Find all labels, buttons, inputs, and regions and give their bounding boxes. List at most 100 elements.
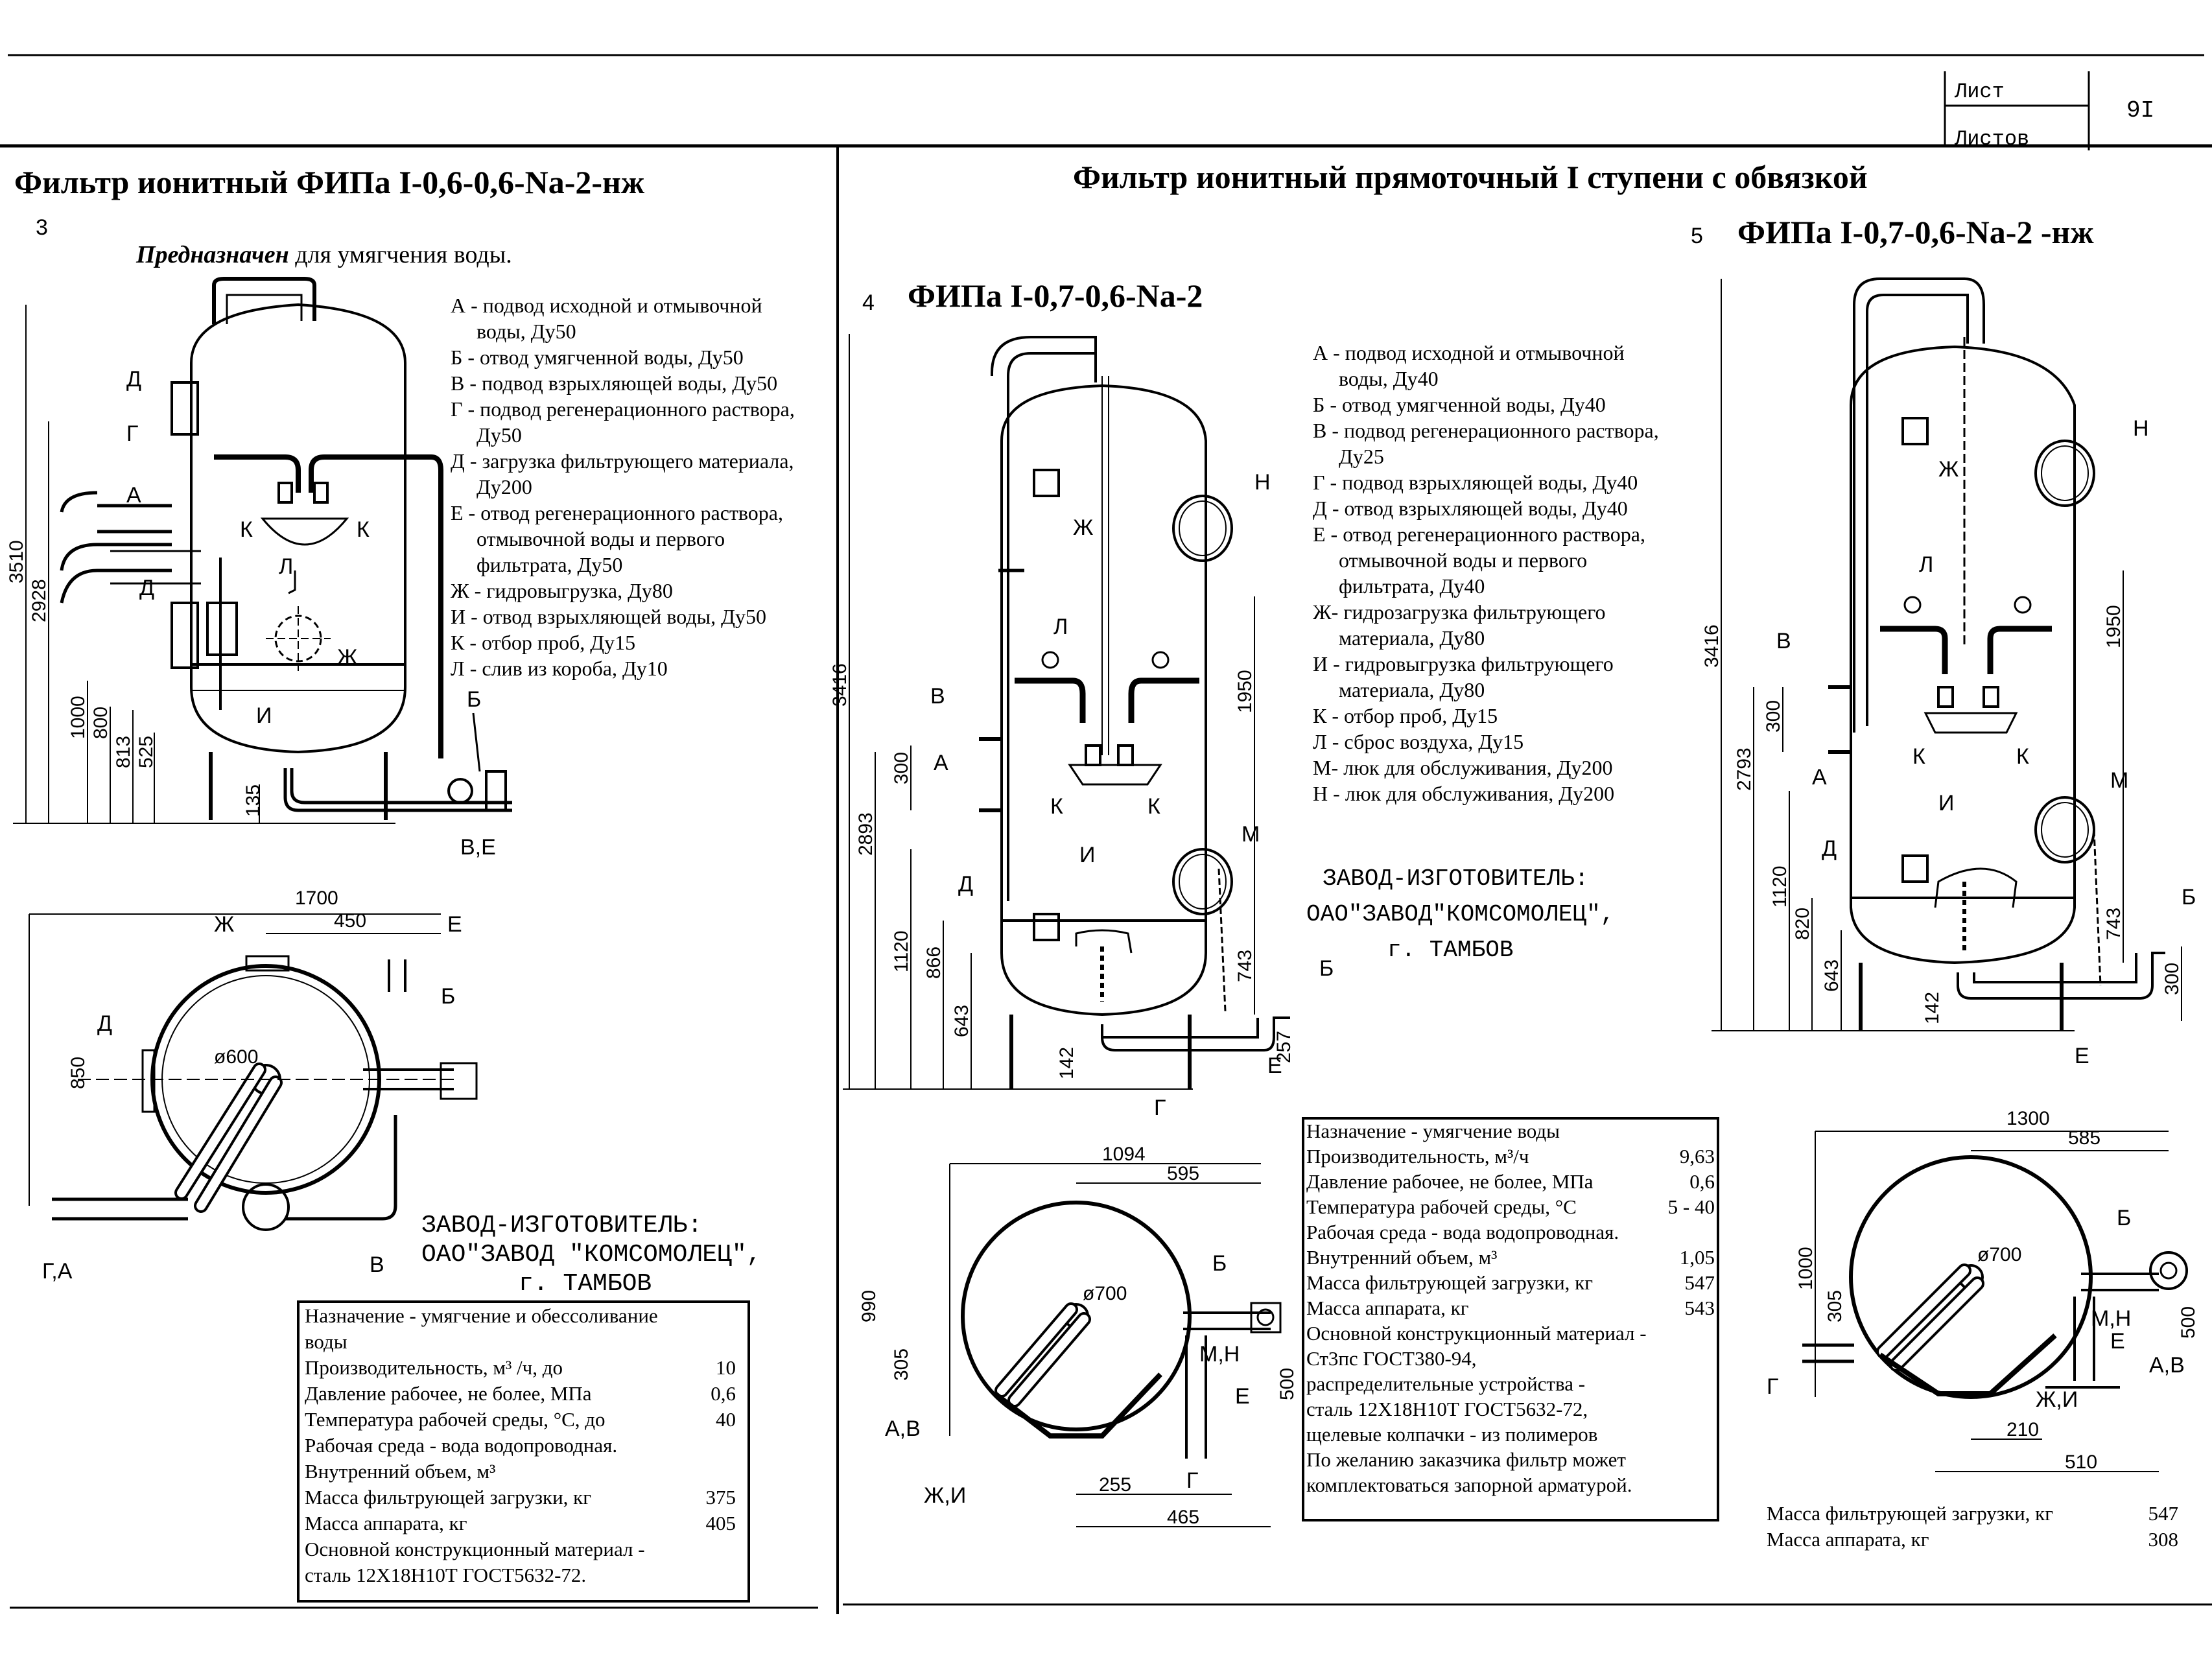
right-spec-label: Рабочая среда - вода водопроводная.: [1306, 1221, 1619, 1243]
dimension-label: 305: [1824, 1290, 1846, 1322]
right-spec-label: сталь 12Х18Н10Т ГОСТ5632-72,: [1306, 1398, 1588, 1420]
right-spec-label: Давление рабочее, не более, МПа: [1306, 1170, 1594, 1193]
left-spec-rows: Назначение - умягчение и обессоливание во…: [305, 1304, 736, 1586]
left-spec-label: Основной конструкционный материал -: [305, 1538, 645, 1560]
callout-letter: Л: [1053, 615, 1068, 639]
dimension-label: 595: [1167, 1163, 1199, 1184]
callout-letter: К: [357, 517, 370, 542]
right-legend-line: М- люк для обслуживания, Ду200: [1313, 756, 1612, 779]
callout-letter: К: [1050, 794, 1063, 819]
left-spec-value: 10: [716, 1356, 736, 1379]
right-spec-label: щелевые колпачки - из полимеров: [1306, 1423, 1597, 1446]
purpose-emph: Предназначен: [135, 241, 289, 268]
callout-letter: Ж: [1073, 515, 1093, 540]
left-spec-label: сталь 12Х18Н10Т ГОСТ5632-72.: [305, 1564, 586, 1586]
f5-vessel-plan: [1802, 1131, 2188, 1472]
sheet-frame: [0, 54, 2212, 1614]
right-spec-value: 1,05: [1680, 1246, 1715, 1269]
right-legend-line: А - подвод исходной и отмывочной: [1313, 341, 1625, 364]
callout-letter: В: [370, 1252, 384, 1277]
f5-index: 5: [1691, 224, 1703, 248]
dimension-label: 1000: [67, 696, 89, 739]
dimension-label: 1950: [2103, 605, 2124, 648]
left-legend-line: отмывочной воды и первого: [477, 527, 725, 550]
callout-letter: М,Н: [1199, 1342, 1240, 1367]
callout-letter: И: [1938, 791, 1954, 816]
sheets-label: Листов: [1954, 127, 2029, 151]
manufacturer-line: г. ТАМБОВ: [519, 1270, 652, 1298]
right-legend-line: Б - отвод умягченной воды, Ду40: [1313, 393, 1606, 416]
callout-letter: Е: [1267, 1053, 1282, 1078]
callout-letter: Д: [139, 576, 154, 600]
left-spec-label: Давление рабочее, не более, МПа: [305, 1382, 592, 1405]
callout-letter: Г: [1767, 1374, 1778, 1399]
left-legend-line: фильтрата, Ду50: [477, 553, 622, 576]
manufacturer-line: ОАО"ЗАВОД "КОМСОМОЛЕЦ",: [421, 1241, 762, 1269]
callout-letter: Д: [97, 1011, 112, 1036]
callout-letter: И: [256, 703, 272, 728]
dimension-label: 135: [242, 784, 264, 817]
callout-letter: Б: [1319, 956, 1334, 981]
dimension-label: 300: [891, 752, 912, 784]
dimension-label: 813: [113, 736, 134, 768]
callout-letter: К: [2016, 744, 2029, 769]
left-legend-line: Д - загрузка фильтрующего материала,: [451, 449, 794, 473]
dimension-label: 743: [1234, 950, 1256, 982]
callout-letter: А: [126, 483, 141, 508]
dimension-label: 500: [2178, 1306, 2199, 1339]
dimension-label: 465: [1167, 1507, 1199, 1528]
right-main-title: Фильтр ионитный прямоточный I ступени с …: [1073, 159, 1868, 195]
right-legend-line: Е - отвод регенерационного раствора,: [1313, 523, 1645, 546]
right-legend-line: Ж- гидрозагрузка фильтрующего: [1313, 600, 1606, 624]
left-purpose: Предназначен для умягчения воды.: [135, 241, 512, 268]
right-spec-label: Масса фильтрующей загрузки, кг: [1306, 1271, 1593, 1294]
dimension-label: 820: [1792, 908, 1813, 940]
callout-letter: А,В: [885, 1416, 921, 1441]
callout-letter: К: [1912, 744, 1925, 769]
dimension-label: ø700: [1083, 1283, 1127, 1304]
callout-letter: Ж,И: [2036, 1387, 2078, 1412]
callout-letter: Г: [126, 421, 138, 446]
left-spec-label: Назначение - умягчение и обессоливание: [305, 1304, 658, 1327]
right-legend-line: Н - люк для обслуживания, Ду200: [1313, 782, 1614, 805]
right-spec-value: 547: [1685, 1271, 1715, 1294]
right-legend-line: фильтрата, Ду40: [1339, 574, 1485, 598]
callout-letter: Б: [441, 984, 455, 1009]
dimension-label: ø700: [1977, 1244, 2021, 1265]
right-legend-line: материала, Ду80: [1339, 678, 1485, 701]
left-legend-line: И - отвод взрыхляющей воды, Ду50: [451, 605, 766, 628]
sheet-label: Лист: [1954, 80, 2005, 104]
right-legend-line: отмывочной воды и первого: [1339, 548, 1587, 572]
mass-label: Масса фильтрующей загрузки, кг: [1767, 1502, 2053, 1525]
left-spec-label: Масса фильтрующей загрузки, кг: [305, 1486, 591, 1509]
right-spec-label: Ст3пс ГОСТ380-94,: [1306, 1347, 1477, 1370]
left-spec-label: Внутренний объем, м³: [305, 1460, 495, 1483]
right-legend-line: материала, Ду80: [1339, 626, 1485, 650]
callout-letter: Д: [958, 872, 973, 897]
right-spec-label: Производительность, м³/ч: [1306, 1145, 1529, 1168]
callout-letter: Е: [447, 912, 462, 937]
dimension-label: 2928: [29, 579, 50, 622]
callout-letter: Л: [1919, 552, 1933, 577]
left-legend-line: Г - подвод регенерационного раствора,: [451, 397, 795, 421]
left-legend-line: Е - отвод регенерационного раствора,: [451, 501, 783, 524]
f4-title: ФИПа I-0,7-0,6-Na-2: [908, 277, 1203, 314]
callout-letter: М: [2110, 768, 2128, 793]
callout-letter: Н: [2133, 416, 2149, 441]
callout-letter: Д: [126, 367, 141, 392]
f5-elevation-dimensions: [1712, 279, 2182, 1031]
f5-dimension-labels: 3416279330011208206431421950743300130058…: [1701, 605, 2199, 1473]
right-spec-frame: [1302, 1117, 1719, 1521]
left-legend-line: В - подвод взрыхляющей воды, Ду50: [451, 371, 777, 395]
right-spec-value: 9,63: [1680, 1145, 1715, 1168]
left-spec-label: воды: [305, 1330, 347, 1353]
dimension-label: 255: [1099, 1474, 1131, 1496]
right-spec-rows: Назначение - умягчение водыПроизводитель…: [1306, 1120, 1715, 1496]
callout-letter: Л: [279, 554, 293, 579]
dimension-label: 1000: [1795, 1247, 1817, 1290]
